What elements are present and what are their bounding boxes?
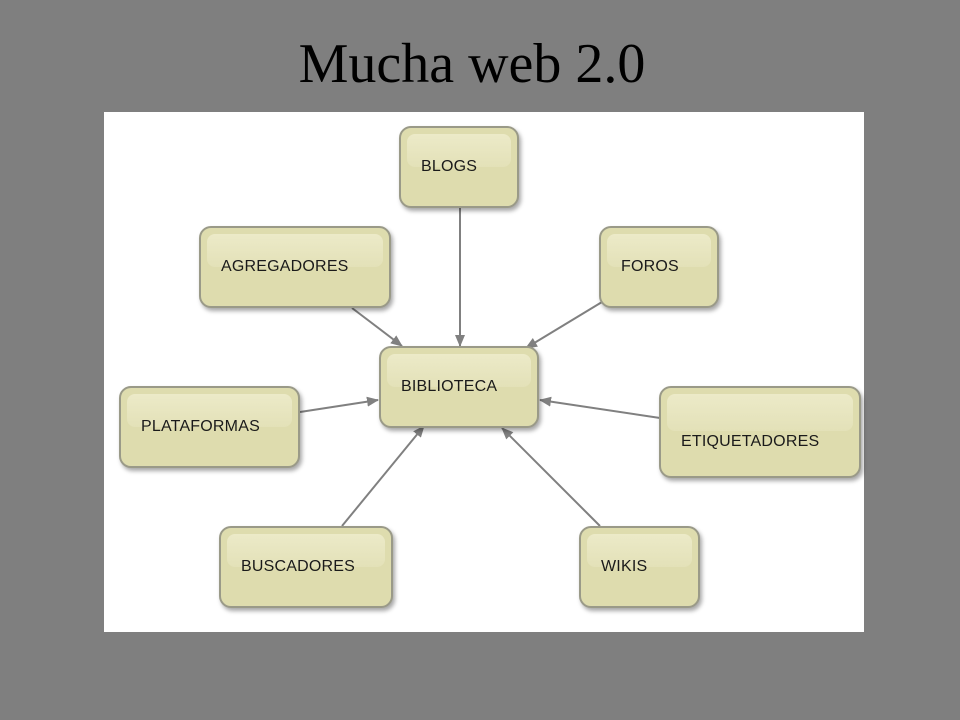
node-agregadores: AGREGADORES <box>199 226 391 308</box>
node-etiquetadores: ETIQUETADORES <box>659 386 861 478</box>
node-foros-label: FOROS <box>621 258 679 275</box>
node-wikis: WIKIS <box>579 526 700 608</box>
diagram-panel: BLOGS AGREGADORES FOROS BIBLIOTECA PLATA… <box>104 112 864 632</box>
edge-wikis <box>501 427 601 527</box>
node-foros: FOROS <box>599 226 719 308</box>
edge-agregadores <box>351 307 403 347</box>
node-biblioteca: BIBLIOTECA <box>379 346 539 428</box>
node-agregadores-label: AGREGADORES <box>221 258 349 275</box>
edge-buscadores <box>341 425 425 527</box>
diagram-edges <box>299 208 661 527</box>
node-wikis-label: WIKIS <box>601 558 648 575</box>
edge-etiquetadores <box>539 396 661 419</box>
node-plataformas-label: PLATAFORMAS <box>141 418 260 435</box>
edge-plataformas <box>299 396 379 413</box>
node-blogs: BLOGS <box>399 126 519 208</box>
node-etiquetadores-label: ETIQUETADORES <box>681 433 820 450</box>
node-blogs-label: BLOGS <box>421 158 478 175</box>
node-plataformas: PLATAFORMAS <box>119 386 300 468</box>
edge-foros <box>525 301 603 349</box>
node-biblioteca-label: BIBLIOTECA <box>401 378 498 395</box>
node-buscadores-label: BUSCADORES <box>241 558 356 575</box>
node-buscadores: BUSCADORES <box>219 526 393 608</box>
slide-title: Mucha web 2.0 <box>298 33 646 95</box>
